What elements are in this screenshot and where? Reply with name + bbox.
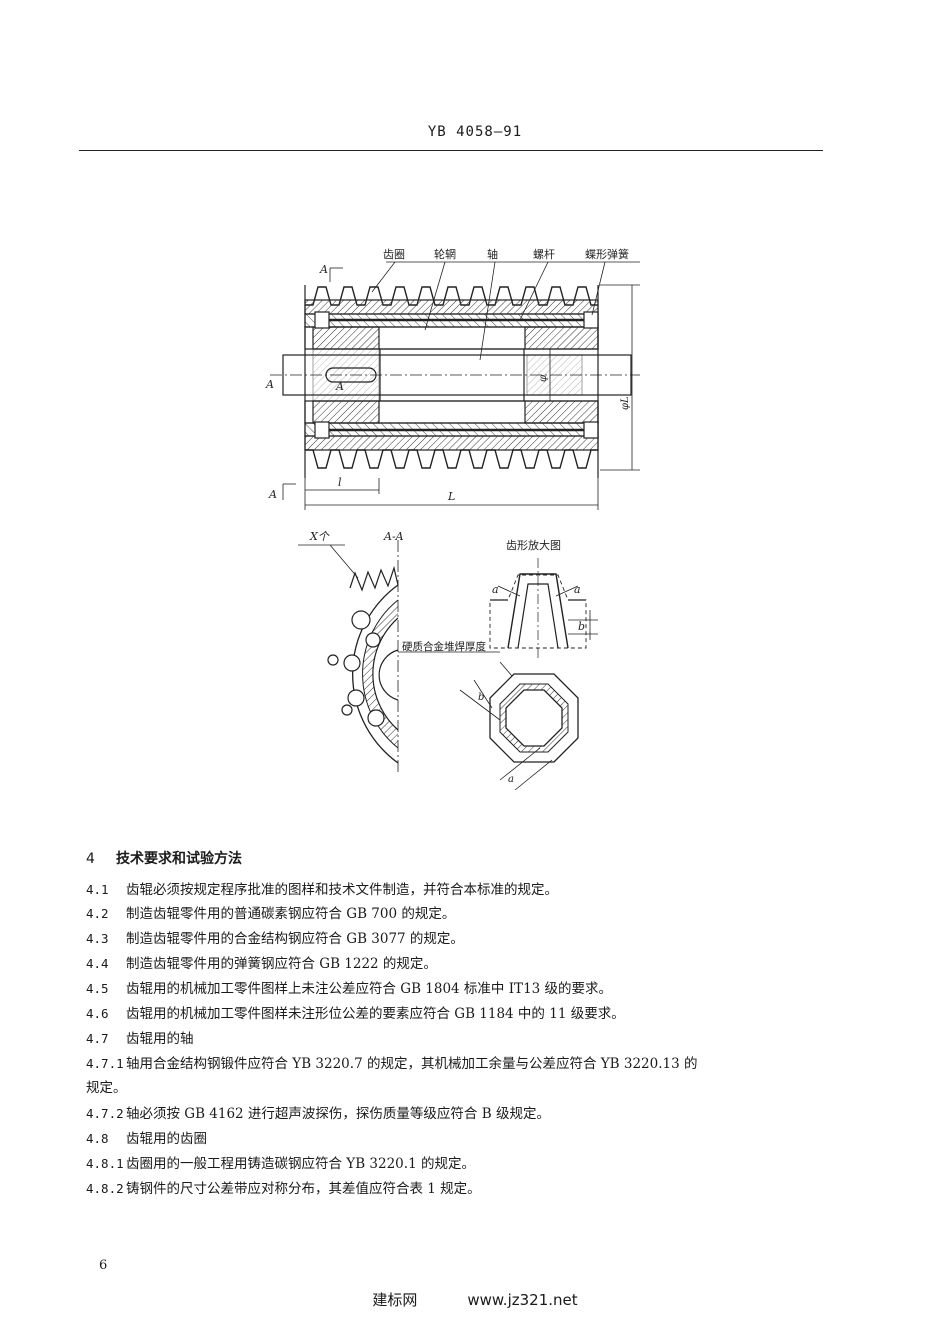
- dimension-phi-L: φL: [620, 396, 631, 410]
- header-rule: [79, 150, 823, 151]
- hardfacing-thickness-label: 硬质合金堆焊厚度: [402, 640, 486, 653]
- dimension-a-left: a: [492, 583, 499, 596]
- dimension-b: b: [578, 620, 585, 633]
- section-a-a-title: A-A: [383, 530, 404, 543]
- dimension-L: L: [447, 490, 455, 503]
- footer-watermark: 建标网 www.jz321.net: [0, 1289, 950, 1310]
- section-mark-left: A: [265, 378, 274, 391]
- footer-site-name: 建标网: [372, 1291, 418, 1309]
- tooth-cross-section: [459, 661, 579, 791]
- dimension-l: l: [338, 476, 342, 489]
- section-number: 4: [86, 851, 95, 867]
- label-rim: 轮辋: [434, 247, 456, 261]
- gear-roller-drawing: 齿圈 轮辋 轴 螺杆 蝶形弹簧 A A A A l L φ φL X个 A-A …: [265, 247, 640, 791]
- tooth-profile-enlarged: [489, 558, 598, 660]
- section-a-a-view: [298, 540, 500, 775]
- section-mark-key: A: [335, 380, 344, 393]
- dimension-a-octagon: a: [508, 774, 514, 785]
- section-mark-top: A: [319, 263, 328, 276]
- footer-url[interactable]: www.jz321.net: [467, 1291, 578, 1309]
- section-title: 技术要求和试验方法: [116, 851, 242, 867]
- tooth-count-label: X个: [309, 530, 330, 543]
- dimension-a-right: a: [574, 583, 581, 596]
- label-shaft: 轴: [487, 247, 498, 261]
- standard-code-header: YB 4058—91: [427, 124, 523, 140]
- clause-4-7-1-continued: 规定。: [86, 1080, 127, 1096]
- roller-longitudinal-section: [270, 261, 640, 510]
- dimension-b-octagon: b: [478, 692, 484, 703]
- label-screw: 螺杆: [533, 247, 555, 261]
- dimension-phi: φ: [538, 375, 549, 382]
- section-heading: 4 技术要求和试验方法: [86, 848, 242, 868]
- page-number: 6: [99, 1258, 108, 1273]
- label-gear-ring: 齿圈: [383, 248, 405, 261]
- label-disc-spring: 蝶形弹簧: [585, 247, 629, 261]
- tooth-profile-title: 齿形放大图: [506, 538, 561, 552]
- section-mark-bottom: A: [268, 488, 277, 501]
